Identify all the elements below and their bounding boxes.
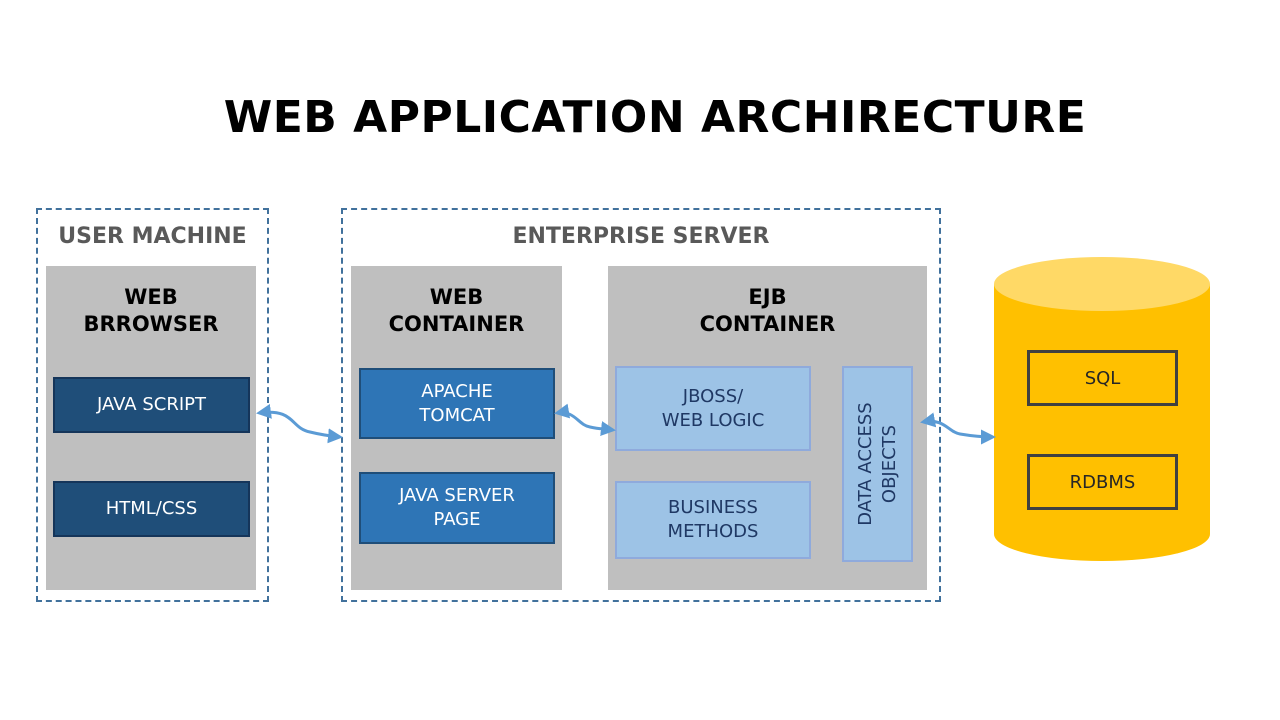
user-machine-label: USER MACHINE	[58, 224, 247, 249]
jboss-weblogic-box: JBOSS/ WEB LOGIC	[615, 366, 811, 451]
sql-box: SQL	[1027, 350, 1178, 406]
web-container-title: WEB CONTAINER	[388, 285, 525, 336]
connector-browser-to-web-container	[256, 403, 343, 444]
page-title: WEB APPLICATION ARCHIRECTURE	[223, 92, 1087, 143]
business-methods-box: BUSINESS METHODS	[615, 481, 811, 559]
rdbms-box: RDBMS	[1027, 454, 1178, 510]
javascript-box: JAVA SCRIPT	[53, 377, 250, 433]
html-css-box: HTML/CSS	[53, 481, 250, 537]
apache-tomcat-box: APACHE TOMCAT	[359, 368, 555, 439]
web-browser-title: WEB BRROWSER	[83, 285, 219, 336]
database-cylinder	[994, 257, 1210, 561]
data-access-objects-box: DATA ACCESS OBJECTS	[842, 366, 913, 562]
ejb-container-title: EJB CONTAINER	[699, 285, 836, 336]
java-server-page-box: JAVA SERVER PAGE	[359, 472, 555, 544]
connector-dao-to-database	[920, 412, 996, 445]
connector-tomcat-to-jboss	[554, 403, 616, 436]
enterprise-server-label: ENTERPRISE SERVER	[512, 224, 770, 249]
